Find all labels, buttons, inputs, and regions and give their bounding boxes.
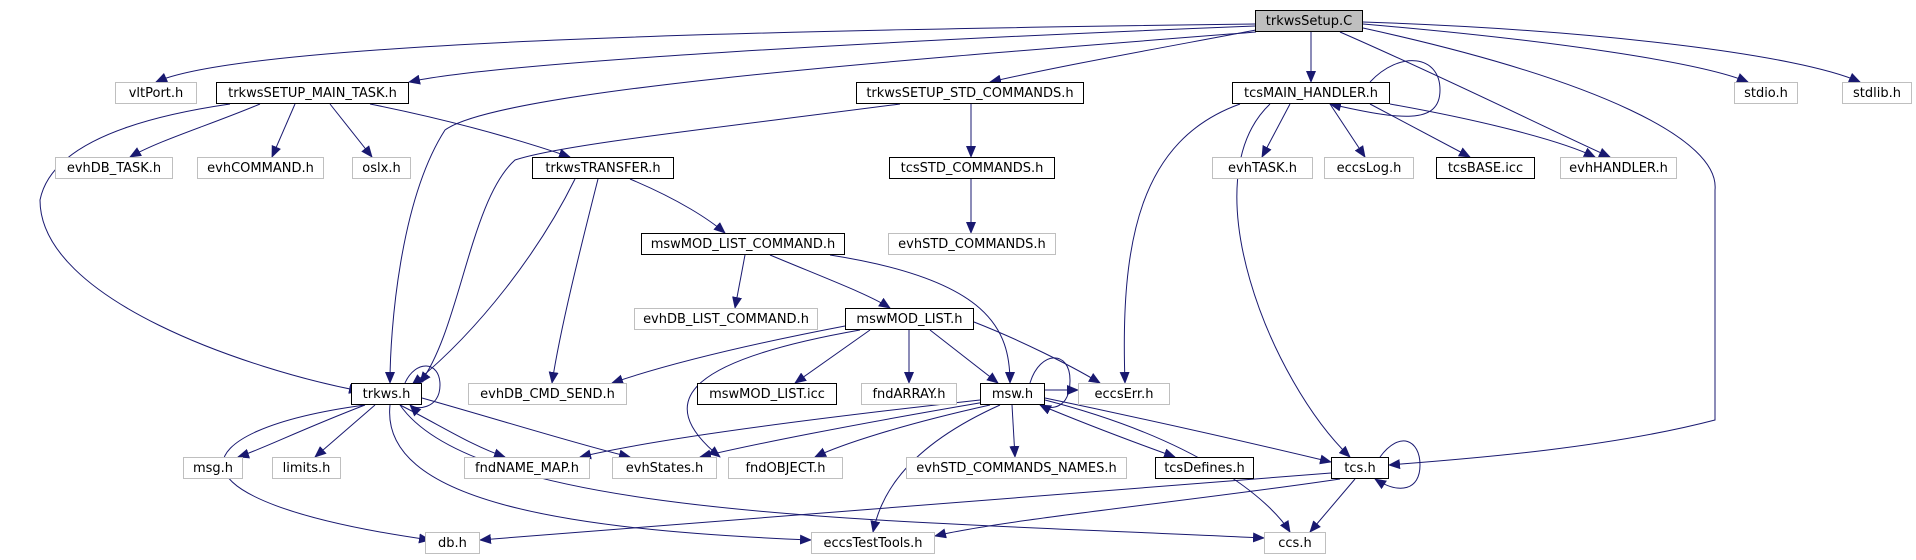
edge-mainHandler-tcsBase [1369, 103, 1471, 158]
edge-mswModList-mswModListIcc [794, 329, 871, 384]
edge-msw-tcsDefines [1039, 404, 1176, 458]
edge-root-tcs [1362, 27, 1716, 470]
node-msg[interactable]: msg.h [183, 457, 243, 479]
edge-mswModList-eccsErr [973, 321, 1101, 384]
edge-mainHandler-eccsErr [1119, 103, 1241, 384]
node-ccs[interactable]: ccs.h [1264, 532, 1326, 554]
edge-mswModListCmd-msw [829, 254, 1015, 384]
node-stdlib[interactable]: stdlib.h [1842, 82, 1912, 104]
node-evhStates[interactable]: evhStates.h [612, 457, 717, 479]
node-eccsTestTools[interactable]: eccsTestTools.h [811, 532, 935, 554]
node-trkws[interactable]: trkws.h [351, 383, 422, 405]
node-evhDbTask[interactable]: evhDB_TASK.h [55, 157, 173, 179]
node-tcs[interactable]: tcs.h [1331, 457, 1389, 479]
edge-msw-evhStdCmdNames [1009, 404, 1020, 458]
node-evhHandler[interactable]: evhHANDLER.h [1560, 157, 1677, 179]
edge-transfer-mswModListCmd [629, 178, 726, 234]
edge-trkws-fndNameMap [399, 404, 506, 459]
edge-trkws-ccs [399, 404, 1265, 543]
node-transfer[interactable]: trkwsTRANSFER.h [532, 157, 674, 179]
edge-trkws-limits [314, 404, 376, 458]
edge-trkws-self [404, 365, 441, 417]
edge-mainHandler-evhHandler [1389, 103, 1596, 158]
edge-transfer-trkws [411, 178, 576, 386]
node-msw[interactable]: msw.h [980, 383, 1045, 405]
edge-mainHandler-tcs [1236, 103, 1351, 458]
edge-root-evhHandler [1339, 31, 1611, 158]
node-mswModList[interactable]: mswMOD_LIST.h [845, 308, 974, 330]
node-tcsBase[interactable]: tcsBASE.icc [1436, 157, 1535, 179]
node-fndNameMap[interactable]: fndNAME_MAP.h [464, 457, 590, 479]
node-oslx[interactable]: oslx.h [352, 157, 411, 179]
edge-root-mainTask [408, 25, 1256, 85]
edge-mainHandler-eccsLog [1329, 103, 1366, 158]
edge-tcs-ccs [1309, 478, 1356, 533]
edge-root-stdCmds [989, 29, 1257, 85]
node-vltPort[interactable]: vltPort.h [115, 82, 197, 104]
edge-msw-tcs [1044, 397, 1332, 465]
edge-stdCmds-trkws [419, 103, 901, 384]
node-evhTask[interactable]: evhTASK.h [1212, 157, 1313, 179]
edge-tcs-eccsTestTools [934, 478, 1341, 539]
node-stdCmds[interactable]: trkwsSETUP_STD_COMMANDS.h [856, 82, 1084, 104]
edge-msw-evhStates [699, 401, 986, 460]
edge-mainHandler-self [1329, 60, 1441, 117]
node-eccsErr[interactable]: eccsErr.h [1078, 383, 1170, 405]
node-fndObject[interactable]: fndOBJECT.h [728, 457, 843, 479]
edge-root-stdio [1362, 23, 1749, 83]
node-mainHandler[interactable]: tcsMAIN_HANDLER.h [1232, 82, 1390, 104]
node-evhDbCmdSend[interactable]: evhDB_CMD_SEND.h [468, 383, 627, 405]
edge-mainTask-oslx [329, 103, 373, 158]
node-mswModListCmd[interactable]: mswMOD_LIST_COMMAND.h [641, 233, 845, 255]
node-evhDbListCmd[interactable]: evhDB_LIST_COMMAND.h [634, 308, 818, 330]
edge-mainHandler-evhTask [1261, 103, 1291, 158]
edge-mainTask-evhDbTask [129, 103, 261, 158]
node-tcsDefines[interactable]: tcsDefines.h [1155, 457, 1254, 479]
edge-transfer-evhDbCmdSend [548, 178, 599, 384]
node-evhStdCmdNames[interactable]: evhSTD_COMMANDS_NAMES.h [906, 457, 1127, 479]
node-eccsLog[interactable]: eccsLog.h [1324, 157, 1414, 179]
edge-mswModList-evhDbCmdSend [611, 325, 846, 385]
edge-msw-fndNameMap [579, 399, 981, 460]
edge-trkws-evhStates [421, 397, 631, 460]
node-fndArray[interactable]: fndARRAY.h [861, 383, 957, 405]
edge-mainTask-trkws [39, 103, 361, 394]
node-root[interactable]: trkwsSetup.C [1255, 10, 1363, 32]
node-db[interactable]: db.h [425, 532, 480, 554]
edge-tcs-db [479, 472, 1332, 544]
edge-root-stdlib [1362, 21, 1861, 83]
node-tcsStdCmds[interactable]: tcsSTD_COMMANDS.h [889, 157, 1055, 179]
edge-trkws-eccsTestTools [389, 404, 812, 545]
edge-mainTask-transfer [369, 103, 571, 159]
edge-root-trkws [385, 31, 1257, 384]
edge-mswModListCmd-evhDbListCmd [732, 254, 746, 309]
node-mswModListIcc[interactable]: mswMOD_LIST.icc [697, 383, 837, 405]
edge-mswModListCmd-mswModList [769, 254, 891, 309]
edge-tcs-self [1374, 440, 1421, 490]
node-stdio[interactable]: stdio.h [1734, 82, 1798, 104]
node-mainTask[interactable]: trkwsSETUP_MAIN_TASK.h [216, 82, 409, 104]
edge-mswModList-msw [929, 329, 999, 384]
edges [39, 21, 1861, 545]
node-evhCommand[interactable]: evhCOMMAND.h [197, 157, 324, 179]
node-limits[interactable]: limits.h [272, 457, 341, 479]
edge-msw-self [1029, 357, 1071, 415]
edge-msw-fndObject [814, 404, 991, 458]
edge-root-vltPort [155, 23, 1256, 83]
edge-trkws-msg [237, 404, 366, 459]
edge-mainTask-evhCommand [271, 103, 296, 158]
node-evhStdCmds[interactable]: evhSTD_COMMANDS.h [888, 233, 1056, 255]
